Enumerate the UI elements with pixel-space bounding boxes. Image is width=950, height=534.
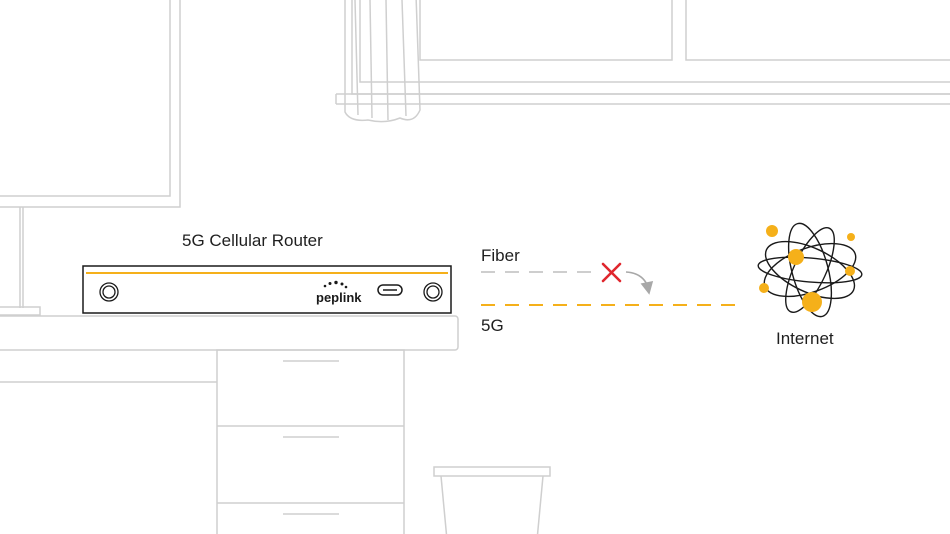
stand-base — [0, 306, 41, 316]
reroute-arrow-icon — [625, 271, 654, 295]
peplink-logo-dots — [323, 280, 348, 289]
window — [335, 0, 950, 105]
router-screw-right — [423, 282, 443, 302]
fiber-label: Fiber — [481, 246, 520, 265]
internet-label: Internet — [776, 329, 834, 348]
globe-internet-icon — [757, 222, 863, 318]
failure-x-icon — [601, 262, 622, 283]
router-device: peplink — [82, 265, 452, 314]
waste-bin — [433, 466, 551, 534]
router-port — [377, 284, 403, 296]
fiveg-label: 5G — [481, 316, 504, 335]
wall-frame-inner — [0, 0, 171, 197]
router-title: 5G Cellular Router — [182, 231, 323, 250]
desk — [0, 315, 459, 534]
wall-frame — [0, 0, 181, 208]
router-brand: peplink — [316, 290, 362, 305]
curtain — [344, 0, 421, 123]
router-screw-left — [99, 282, 119, 302]
